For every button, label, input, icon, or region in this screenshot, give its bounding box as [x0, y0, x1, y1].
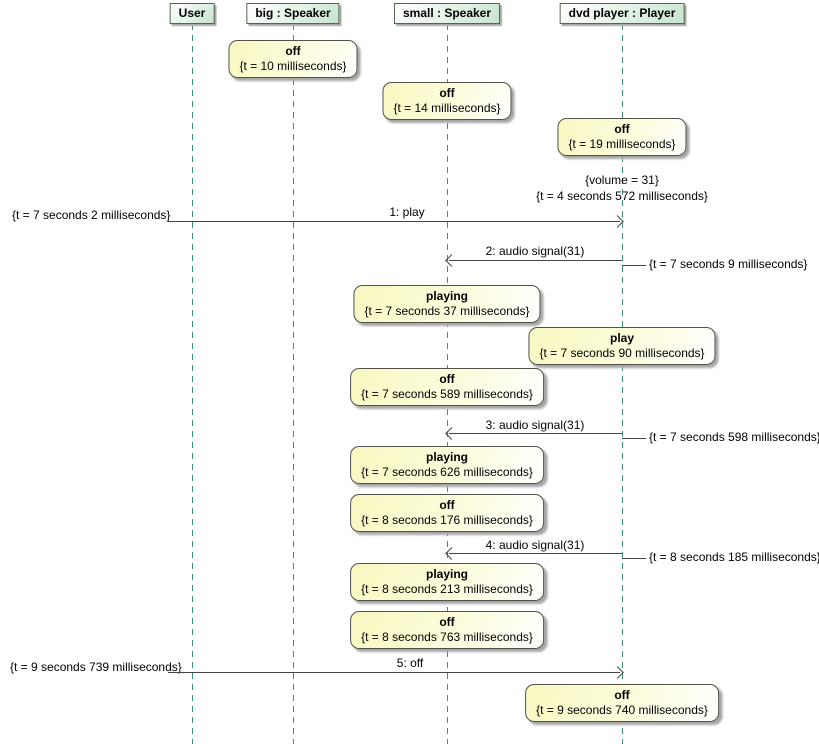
message-arrow	[445, 427, 622, 440]
message-arrow	[168, 215, 624, 228]
state-timestamp: {t = 7 seconds 589 milliseconds}	[361, 387, 533, 401]
lifeline-user	[192, 24, 193, 744]
state-title: playing	[425, 567, 468, 581]
message-timestamp: {t = 9 seconds 739 milliseconds}	[10, 660, 182, 674]
message-label: 1: play	[389, 205, 425, 219]
timestamp-connector-line	[622, 265, 646, 266]
state-title: off	[439, 372, 455, 386]
header-small-speaker: small : Speaker	[393, 3, 501, 24]
header-dvd-player: dvd player : Player	[559, 3, 685, 24]
state-box-dvd-play: play {t = 7 seconds 90 milliseconds}	[528, 327, 716, 365]
state-title: off	[285, 44, 301, 58]
state-timestamp: {t = 10 milliseconds}	[239, 59, 347, 73]
lifeline-big-speaker	[293, 24, 294, 744]
state-title: off	[439, 498, 455, 512]
state-box-big-off-1: off {t = 10 milliseconds}	[228, 40, 358, 78]
state-timestamp: {t = 19 milliseconds}	[568, 137, 676, 151]
state-timestamp: {t = 7 seconds 37 milliseconds}	[364, 304, 530, 318]
state-box-small-playing-3: playing {t = 8 seconds 213 milliseconds}	[350, 563, 544, 601]
state-timestamp: {t = 8 seconds 763 milliseconds}	[361, 630, 533, 644]
volume-observation: {volume = 31}	[585, 173, 659, 187]
timestamp-connector-line	[622, 558, 646, 559]
message-timestamp: {t = 8 seconds 185 milliseconds}	[649, 550, 819, 564]
state-title: playing	[425, 450, 468, 464]
state-box-small-off-2: off {t = 7 seconds 589 milliseconds}	[350, 368, 544, 406]
message-arrow	[168, 666, 624, 679]
state-title: off	[614, 688, 630, 702]
state-timestamp: {t = 7 seconds 90 milliseconds}	[539, 346, 705, 360]
time-observation: {volume = 31} {t = 4 seconds 572 millise…	[536, 172, 708, 204]
time-observation-timestamp: {t = 4 seconds 572 milliseconds}	[536, 189, 708, 203]
message-arrow	[445, 254, 622, 267]
header-big-speaker: big : Speaker	[246, 3, 340, 24]
state-title: off	[439, 615, 455, 629]
state-box-small-playing-1: playing {t = 7 seconds 37 milliseconds}	[353, 285, 541, 323]
state-timestamp: {t = 7 seconds 626 milliseconds}	[361, 465, 533, 479]
state-timestamp: {t = 8 seconds 176 milliseconds}	[361, 513, 533, 527]
message-timestamp: {t = 7 seconds 2 milliseconds}	[12, 208, 171, 222]
state-box-dvd-off-1: off {t = 19 milliseconds}	[557, 118, 687, 156]
state-timestamp: {t = 9 seconds 740 milliseconds}	[536, 703, 708, 717]
message-label: 2: audio signal(31)	[485, 244, 585, 258]
message-timestamp: {t = 7 seconds 9 milliseconds}	[649, 257, 808, 271]
message-label: 4: audio signal(31)	[485, 538, 585, 552]
lifeline-dvd-player	[622, 24, 623, 744]
timestamp-connector-line	[622, 438, 646, 439]
state-title: off	[439, 86, 455, 100]
state-box-small-off-3: off {t = 8 seconds 176 milliseconds}	[350, 494, 544, 532]
message-label: 3: audio signal(31)	[485, 418, 585, 432]
state-box-small-playing-2: playing {t = 7 seconds 626 milliseconds}	[350, 446, 544, 484]
message-timestamp: {t = 7 seconds 598 milliseconds}	[649, 430, 819, 444]
state-title: off	[614, 122, 630, 136]
state-box-small-off-1: off {t = 14 milliseconds}	[382, 82, 512, 120]
state-title: playing	[425, 289, 469, 303]
header-user: User	[169, 3, 215, 24]
state-box-dvd-off-2: off {t = 9 seconds 740 milliseconds}	[525, 684, 719, 722]
message-label: 5: off	[396, 656, 424, 670]
state-title: play	[609, 331, 635, 345]
state-box-small-off-4: off {t = 8 seconds 763 milliseconds}	[350, 611, 544, 649]
state-timestamp: {t = 14 milliseconds}	[393, 101, 501, 115]
state-timestamp: {t = 8 seconds 213 milliseconds}	[361, 582, 533, 596]
message-arrow	[445, 547, 622, 560]
